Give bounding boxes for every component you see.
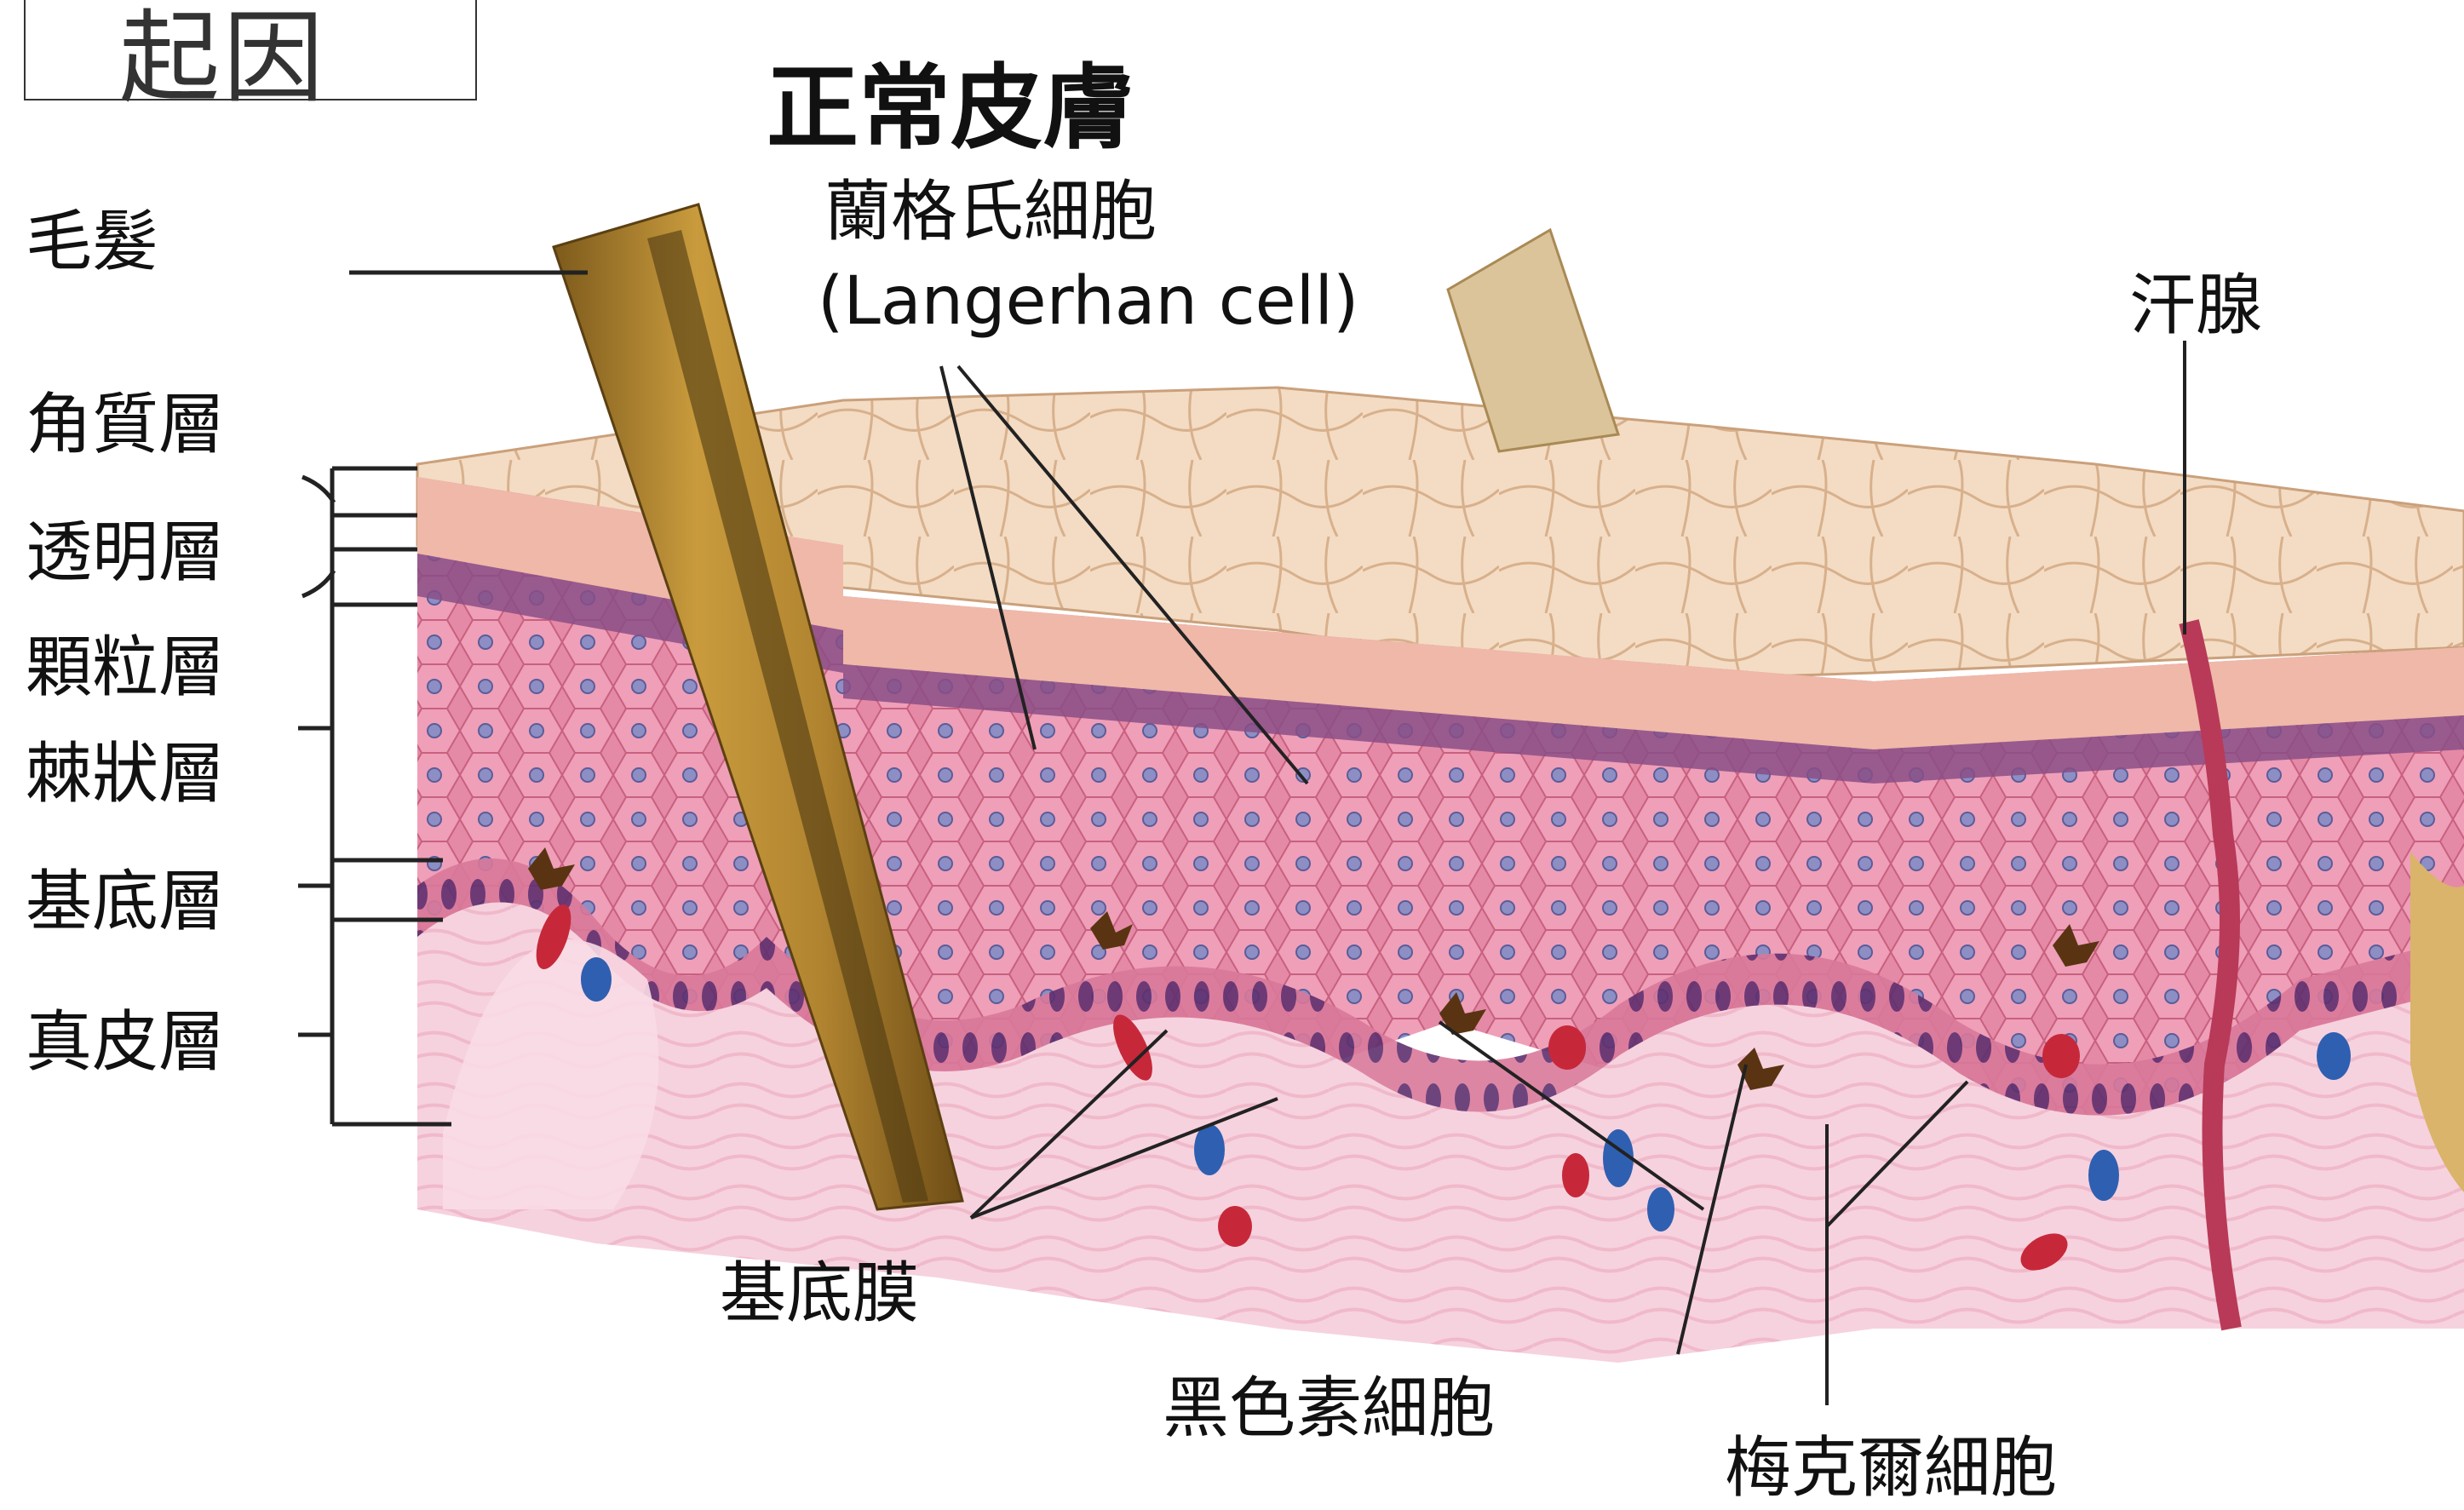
- label-sweat-gland: 汗腺: [2129, 273, 2262, 339]
- label-basement-membrane: 基底膜: [720, 1260, 919, 1327]
- label-dermis: 真皮層: [26, 1009, 225, 1076]
- section-label-box: 起因: [24, 0, 477, 100]
- label-hair: 毛髮: [26, 209, 158, 275]
- label-melanocyte: 黑色素細胞: [1163, 1375, 1495, 1442]
- diagram-title: 正常皮膚: [767, 34, 1134, 167]
- label-langerhans-zh: 蘭格氏細胞: [824, 179, 1157, 245]
- label-merkel-cell: 梅克爾細胞: [1725, 1435, 2057, 1501]
- section-label: 起因: [119, 0, 327, 122]
- label-langerhans-en: (Langerhan cell): [818, 268, 1358, 335]
- label-stratum-spinosum: 棘狀層: [26, 741, 225, 807]
- label-stratum-corneum: 角質層: [26, 392, 225, 458]
- label-stratum-basale: 基底層: [26, 869, 225, 935]
- label-stratum-lucidum: 透明層: [26, 520, 225, 586]
- label-stratum-granulosum: 顆粒層: [26, 634, 225, 701]
